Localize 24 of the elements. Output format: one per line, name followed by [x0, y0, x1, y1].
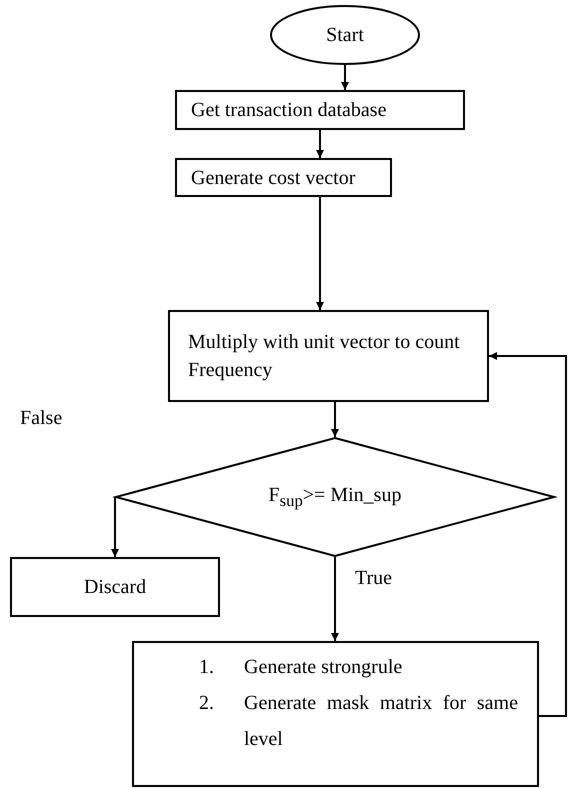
- node-label: Start: [326, 23, 364, 48]
- list-item: 1. Generate strongrule: [199, 655, 402, 680]
- edge-label: False: [20, 407, 62, 430]
- process-box: [132, 641, 539, 787]
- arrow: [316, 197, 324, 310]
- process-box: [10, 557, 220, 617]
- node-label: Generate cost vector: [191, 166, 356, 190]
- list-item: 2. Generate mask matrix for same level: [199, 691, 518, 752]
- decision-diamond: [115, 437, 555, 557]
- arrow: [331, 402, 339, 437]
- node-label: F$_{sup}$>= Min_sup: [268, 483, 402, 512]
- start-terminal: [270, 5, 420, 65]
- node-label: Get transaction database: [191, 98, 386, 123]
- process-box: [168, 310, 489, 402]
- node-label: Multiply with unit vector to count Frequency: [188, 330, 461, 383]
- arrow: [316, 130, 324, 158]
- edge-label: True: [355, 567, 392, 590]
- arrow: [111, 497, 119, 557]
- process-box: [175, 158, 392, 197]
- arrow: [489, 352, 567, 717]
- arrow: [331, 557, 339, 641]
- arrow: [341, 65, 349, 90]
- node-label: Discard: [84, 575, 146, 600]
- process-box: [175, 90, 465, 130]
